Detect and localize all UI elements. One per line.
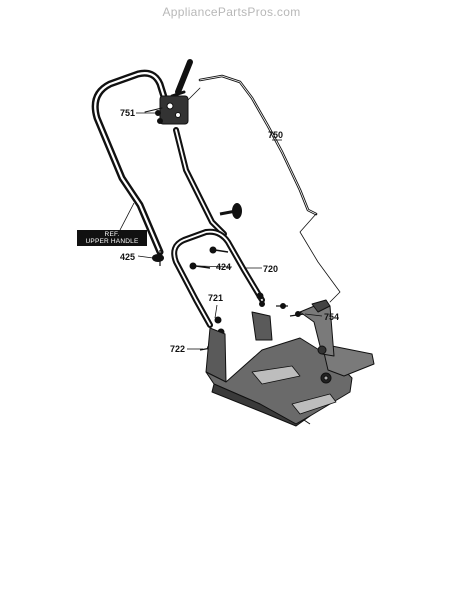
- callout-leaders: [119, 112, 323, 350]
- control-lever: [144, 59, 193, 125]
- callout-750: 750: [268, 130, 284, 140]
- callout-722: 722: [170, 344, 186, 354]
- wing-knob-upper: [219, 203, 242, 219]
- callout-751: 751: [120, 108, 136, 118]
- callout-424: 424: [216, 262, 232, 272]
- callout-721: 721: [208, 293, 224, 303]
- upper-handle: [91, 69, 227, 256]
- reference-tag-line1: REF.: [104, 231, 120, 238]
- reference-tag: REF. UPPER HANDLE: [77, 230, 147, 246]
- watermark-text: AppliancePartsPros.com: [162, 5, 301, 19]
- callout-720: 720: [263, 264, 279, 274]
- callout-425: 425: [120, 252, 136, 262]
- lower-handle: [171, 228, 265, 328]
- wing-knob-425: [152, 250, 164, 266]
- handle-base-frame: [205, 299, 375, 427]
- control-cable: [187, 74, 341, 303]
- reference-tag-line2: UPPER HANDLE: [85, 238, 139, 245]
- callout-754: 754: [324, 312, 340, 322]
